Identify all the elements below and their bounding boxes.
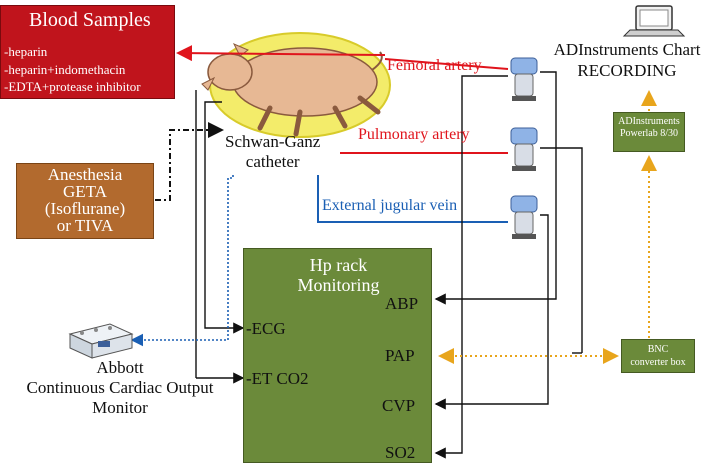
ecg-port-label: -ECG xyxy=(246,319,286,338)
anesthesia-line: GETA xyxy=(63,182,107,201)
abbott-line: Monitor xyxy=(92,398,148,417)
femoral-artery-label: Femoral artery xyxy=(387,57,482,74)
pulmonary-artery-label: Pulmonary artery xyxy=(358,126,470,143)
chart-recording-line: ADInstruments Chart xyxy=(553,40,701,59)
blood-sample-item: -heparin+indomethacin xyxy=(4,62,126,77)
hp-rack-title-line: Hp rack xyxy=(309,255,368,275)
powerlab-box: ADInstruments Powerlab 8/30 xyxy=(613,112,685,152)
catheter-line: Schwan-Ganz xyxy=(225,132,321,151)
chart-recording-line: RECORDING xyxy=(577,61,677,80)
hp-rack-title: Hp rack Monitoring xyxy=(244,255,433,295)
abp-port-label: ABP xyxy=(385,294,419,313)
anesthesia-box: Anesthesia GETA (Isoflurane) or TIVA xyxy=(16,163,154,239)
hp-rack-title-line: Monitoring xyxy=(297,275,380,295)
pressure-transducer-icon xyxy=(510,195,538,239)
chart-recording-label: ADInstruments Chart RECORDING xyxy=(548,39,706,81)
powerlab-line: Powerlab 8/30 xyxy=(619,128,679,139)
hp-rack-box: Hp rack Monitoring ABP PAP CVP SO2 -ECG … xyxy=(243,248,432,463)
bnc-line: BNC xyxy=(647,344,669,355)
so2-port-label: SO2 xyxy=(385,443,416,462)
cvp-port-label: CVP xyxy=(382,396,416,415)
bnc-line: converter box xyxy=(630,357,686,368)
pressure-transducer-icon xyxy=(510,57,538,101)
laptop-icon xyxy=(622,5,686,37)
blood-samples-title: Blood Samples xyxy=(29,9,151,31)
anesthesia-line: (Isoflurane) xyxy=(44,199,126,218)
abbott-monitor-label: Abbott Continuous Cardiac Output Monitor xyxy=(0,358,240,418)
pressure-transducer-icon xyxy=(510,127,538,171)
catheter-line: catheter xyxy=(245,152,300,171)
blood-samples-box: Blood Samples -heparin -heparin+indometh… xyxy=(0,5,175,99)
anesthesia-line: Anesthesia xyxy=(47,165,123,184)
blood-sample-item: -EDTA+protease inhibitor xyxy=(4,79,141,94)
abbott-line: Abbott xyxy=(96,358,144,377)
blood-sample-item: -heparin xyxy=(4,44,48,59)
pap-port-label: PAP xyxy=(385,346,415,365)
bnc-converter-box: BNC converter box xyxy=(621,339,695,373)
etco2-port-label: -ET CO2 xyxy=(246,369,309,388)
anesthesia-line: or TIVA xyxy=(56,216,114,235)
abbott-line: Continuous Cardiac Output xyxy=(26,378,214,397)
powerlab-line: ADInstruments xyxy=(618,116,680,127)
catheter-label: Schwan-Ganz catheter xyxy=(225,132,320,172)
pig-illustration xyxy=(201,32,391,138)
cardiac-output-monitor-icon xyxy=(68,323,134,359)
jugular-vein-label: External jugular vein xyxy=(322,197,458,214)
